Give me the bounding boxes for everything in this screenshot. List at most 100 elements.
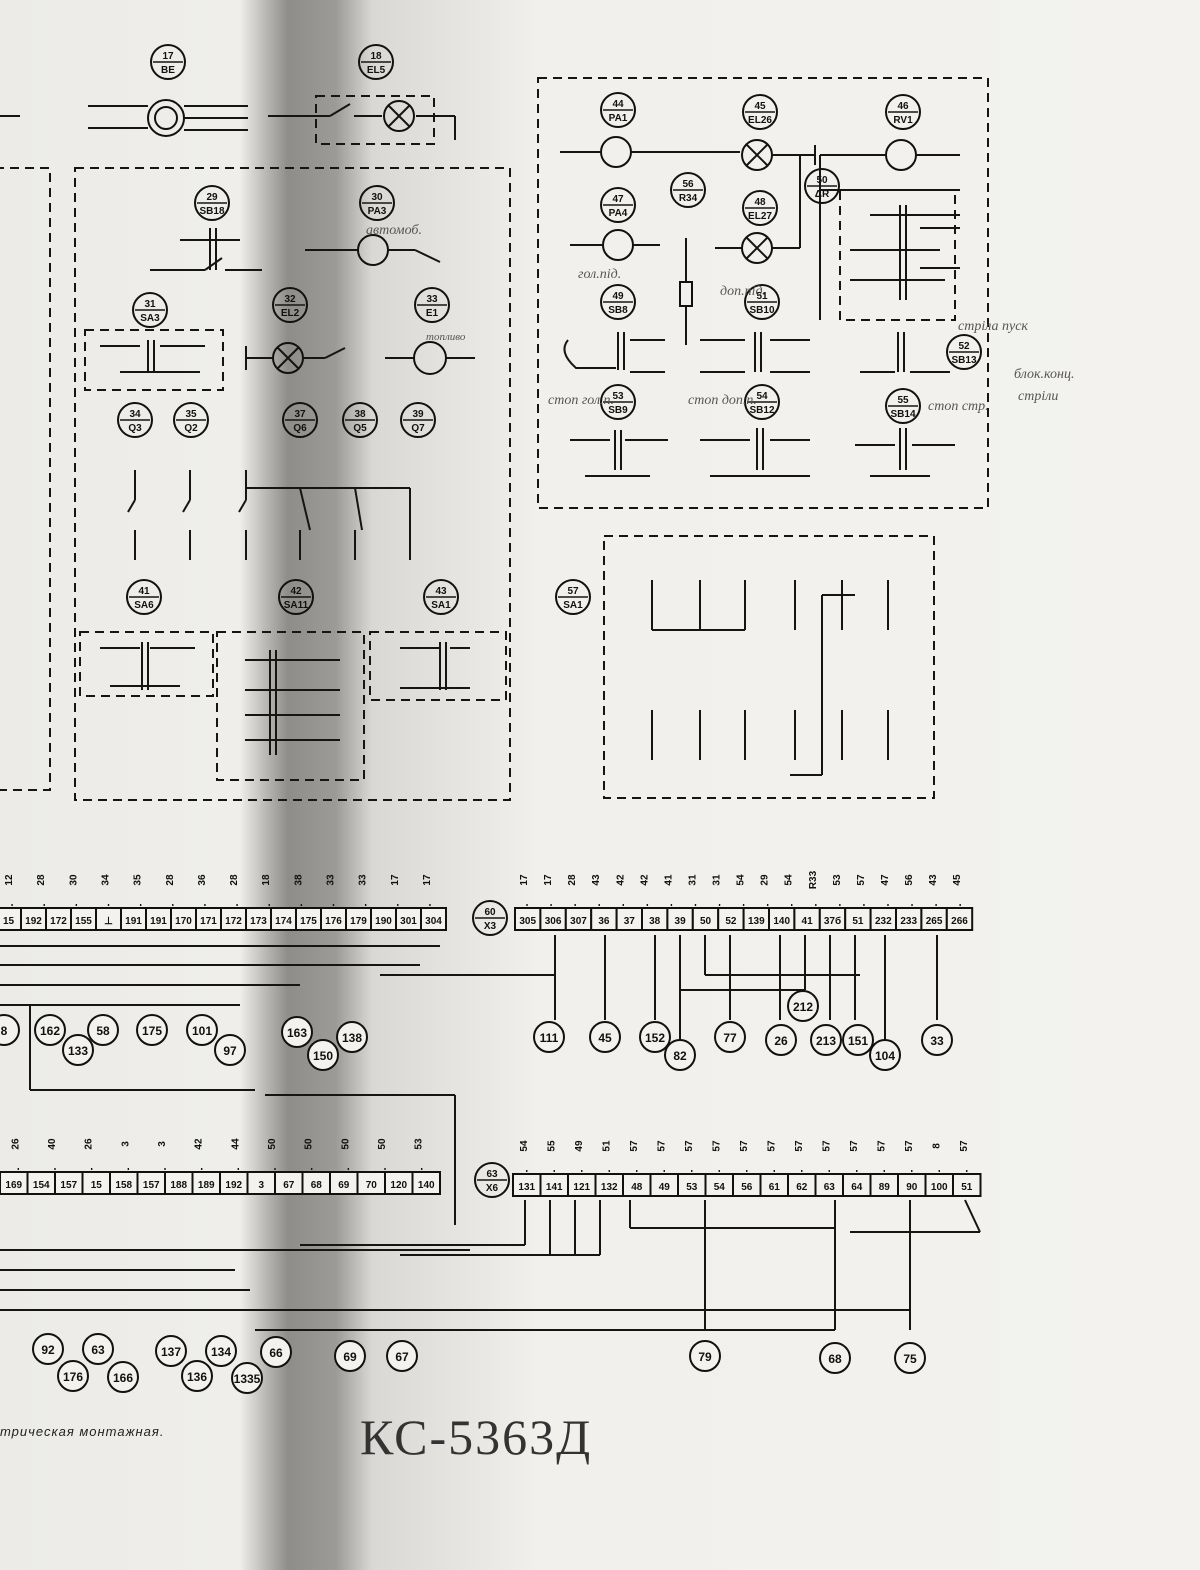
cable-number: 68 [828,1352,842,1366]
badge-circle [342,402,378,438]
enclosure-sa1-switch [603,535,935,799]
badge-ref: X3 [484,921,497,932]
cable-circle [205,1335,237,1367]
badge-circle [885,388,921,424]
enclosure-main-left [0,167,51,791]
cable-number: 75 [903,1352,917,1366]
cable-number: 77 [723,1031,737,1045]
terminal-label: 301 [400,916,417,927]
terminal-label: 37 [624,916,636,927]
wire-number: 26 [84,1138,95,1150]
terminal [420,907,447,931]
cable-circle [787,990,819,1022]
cable-number: 97 [223,1044,237,1058]
cable-circle [714,1021,746,1053]
cable-circle [307,1039,339,1071]
wire-number: 50 [377,1138,388,1150]
wire-number: 57 [684,1140,695,1152]
cable-number: 104 [875,1049,895,1063]
badge-number: 42 [290,586,302,597]
badge-circle [359,185,395,221]
badge-circle [400,402,436,438]
wire-number: 17 [543,874,554,886]
badge-ref: SA3 [140,313,160,324]
wire-number: 28 [36,874,47,886]
cable-marker: 213 [810,1024,842,1056]
switch-sb18 [150,228,262,271]
cable-marker: 150 [307,1039,339,1071]
wire-number: 50 [267,1138,278,1150]
cable-circle [155,1335,187,1367]
badge-circle [126,579,162,615]
cable-number: 63 [91,1343,105,1357]
terminal-label: 132 [601,1182,618,1193]
wire-number: 57 [629,1140,640,1152]
cable-number: 1335 [234,1372,261,1386]
wire-number: 36 [197,874,208,886]
badge-number: 39 [412,409,424,420]
badge-ref: SB8 [608,305,628,316]
cable-circle [533,1021,565,1053]
cable-marker: 92 [32,1333,64,1365]
cable-number: 152 [645,1031,665,1045]
cable-number: 79 [698,1350,712,1364]
terminal-label: 305 [519,916,536,927]
cable-circle [765,1024,797,1056]
wire-number: 33 [358,874,369,886]
badge-number: 57 [567,586,579,597]
badge-number: 33 [426,294,438,305]
badge-circle [278,579,314,615]
terminal-label: 15 [91,1180,103,1191]
terminal-label: 61 [769,1182,781,1193]
cable-circle [869,1039,901,1071]
terminal-label: 189 [198,1180,215,1191]
wire-number: 12 [4,874,15,886]
badge-number: 47 [612,194,624,205]
terminal-label: ⊥ [104,916,113,927]
badge-circle [272,287,308,323]
terminal-label: 48 [631,1182,643,1193]
badge-circle [804,168,840,204]
breaker-row [127,470,411,560]
badge-number: 45 [754,101,766,112]
model-label: КС-5363Д [360,1409,593,1465]
terminal-label: 190 [375,916,392,927]
wire-number: 42 [639,874,650,886]
cable-marker: 138 [336,1021,368,1053]
wire-number: 53 [414,1138,425,1150]
wire-number: 3 [120,1141,131,1147]
cable-number: 150 [313,1049,333,1063]
bus-routing-x3 [0,935,938,1225]
cable-circle [82,1333,114,1365]
badge-circle [132,292,168,328]
note-stop-golp: стоп гол.п. [548,393,614,408]
badge-ref: EL26 [748,115,772,126]
cable-circle [34,1014,66,1046]
cable-circle [0,1014,20,1046]
cable-marker: 137 [155,1335,187,1367]
badge-circle [744,384,780,420]
terminal-label: 157 [60,1180,77,1191]
cable-circle [689,1340,721,1372]
wire-number: 57 [856,874,867,886]
badge-ref: Q3 [128,423,142,434]
badge-ref: BE [161,65,175,76]
badge-number: 38 [354,409,366,420]
cable-marker: 63 [82,1333,114,1365]
cable-marker: 97 [214,1034,246,1066]
badge-number: 48 [754,197,766,208]
wire-number: 26 [10,1138,21,1150]
cable-circle [214,1034,246,1066]
terminal-label: 191 [125,916,142,927]
terminal-label: 266 [951,916,968,927]
switch-sa1-small [400,642,470,690]
